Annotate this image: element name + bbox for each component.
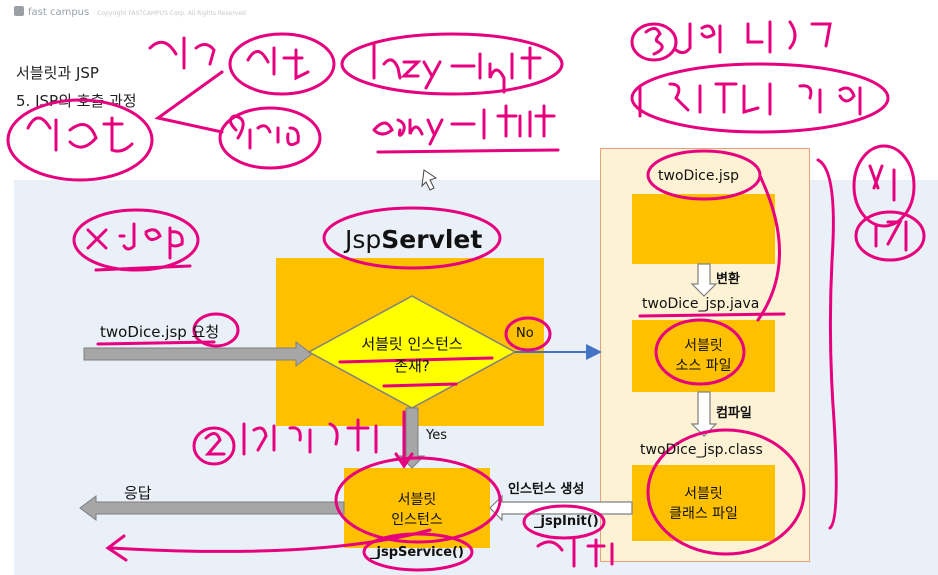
ink-circle-instance bbox=[334, 456, 502, 544]
ink-branch bbox=[154, 70, 224, 134]
ink-connector bbox=[756, 174, 781, 322]
ink-circle-jsp-word bbox=[192, 312, 240, 348]
convert-arrow bbox=[690, 263, 718, 297]
instance-box-line2: 인스턴스 bbox=[391, 512, 443, 528]
source-box-line1: 서블릿 bbox=[684, 338, 723, 354]
ink-bracket bbox=[816, 158, 838, 530]
response-arrow bbox=[79, 495, 345, 521]
ink-underline-twodice bbox=[96, 340, 216, 346]
instance-box-line1: 서블릿 bbox=[397, 492, 437, 508]
ink-delay-glyphs bbox=[868, 164, 908, 252]
ink-lazy-glyphs bbox=[372, 42, 542, 94]
yes-label: Yes bbox=[426, 428, 447, 443]
request-arrow bbox=[83, 341, 313, 367]
jsp-file-name: twoDice.jsp bbox=[658, 168, 740, 184]
ink-step3-glyphs bbox=[644, 20, 832, 56]
class-file-name: twoDice_jsp.class bbox=[640, 442, 763, 458]
ink-underline-early bbox=[376, 148, 560, 154]
ink-spring-glyphs bbox=[229, 114, 300, 150]
java-file-name: twoDice_jsp.java bbox=[642, 296, 760, 312]
ink-singleton-glyphs bbox=[26, 116, 134, 153]
no-label: No bbox=[516, 326, 534, 341]
ink-jsp-star-glyphs bbox=[86, 222, 184, 260]
ink-init-glyphs bbox=[148, 36, 216, 70]
ink-circle-singleton bbox=[6, 98, 154, 182]
jsp-file-box bbox=[632, 194, 775, 264]
class-box-line1: 서블릿 bbox=[684, 486, 723, 502]
ink-circle-spring bbox=[218, 106, 322, 170]
ink-circle-servlet bbox=[228, 32, 336, 96]
ink-circle-no bbox=[504, 316, 552, 352]
ink-step2-glyphs bbox=[204, 418, 378, 456]
ink-circle-step2 bbox=[192, 426, 236, 466]
decision-text-line1: 서블릿 인스턴스 bbox=[361, 335, 463, 353]
init-method-label: _jspInit() bbox=[534, 514, 599, 529]
class-box-line2: 클래스 파일 bbox=[669, 506, 738, 522]
decision-text-line2: 존재? bbox=[394, 357, 430, 375]
jsp-servlet-label: JspServlet bbox=[345, 225, 482, 254]
ink-circle-delay-bottom bbox=[854, 210, 926, 262]
compile-label: 컴파일 bbox=[716, 406, 752, 421]
handwritten-annotations bbox=[6, 20, 926, 572]
create-instance-label: 인스턴스 생성 bbox=[508, 482, 585, 497]
ink-underline-jsp-star bbox=[94, 264, 192, 272]
ink-circle-jspservlet bbox=[322, 206, 502, 270]
class-file-box bbox=[632, 465, 775, 541]
convert-label: 변환 bbox=[716, 272, 740, 287]
ink-underline-decision bbox=[338, 356, 494, 364]
ink-response-stroke bbox=[105, 528, 432, 562]
ink-circle-step1 bbox=[630, 62, 890, 134]
brand-name: fast campus bbox=[28, 7, 90, 18]
copyright-text: Copyright FASTCAMPUS Corp. All Rights Re… bbox=[97, 10, 246, 17]
ink-circle-jsp-star bbox=[72, 208, 200, 272]
engine-label-bold: Servlet bbox=[381, 225, 483, 254]
ink-circle-lazy bbox=[340, 32, 564, 96]
ink-circle-init bbox=[522, 504, 606, 540]
brand-logo: fast campus Copyright FASTCAMPUS Corp. Al… bbox=[14, 6, 246, 18]
service-method-label: _jspService() bbox=[370, 545, 464, 560]
cursor-icon bbox=[421, 169, 438, 191]
ink-circle-step3 bbox=[630, 22, 678, 62]
source-box-line2: 소스 파일 bbox=[675, 358, 732, 374]
ink-init-bottom-glyphs bbox=[536, 538, 614, 568]
request-label: twoDice.jsp 요청 bbox=[100, 323, 220, 341]
engine-label-light: Jsp bbox=[345, 225, 382, 254]
ink-circle-delay-top bbox=[852, 144, 916, 228]
brand-icon bbox=[14, 6, 24, 16]
ink-early-glyphs bbox=[372, 104, 556, 146]
slide-title: 서블릿과 JSP bbox=[16, 64, 99, 82]
ink-underline-decision2 bbox=[382, 382, 458, 388]
ink-servlet-glyphs bbox=[246, 46, 310, 81]
ink-circle-source bbox=[654, 318, 746, 386]
ink-circle-class bbox=[646, 428, 806, 556]
response-label: 응답 bbox=[124, 484, 152, 502]
ink-step1-glyphs bbox=[638, 82, 862, 118]
